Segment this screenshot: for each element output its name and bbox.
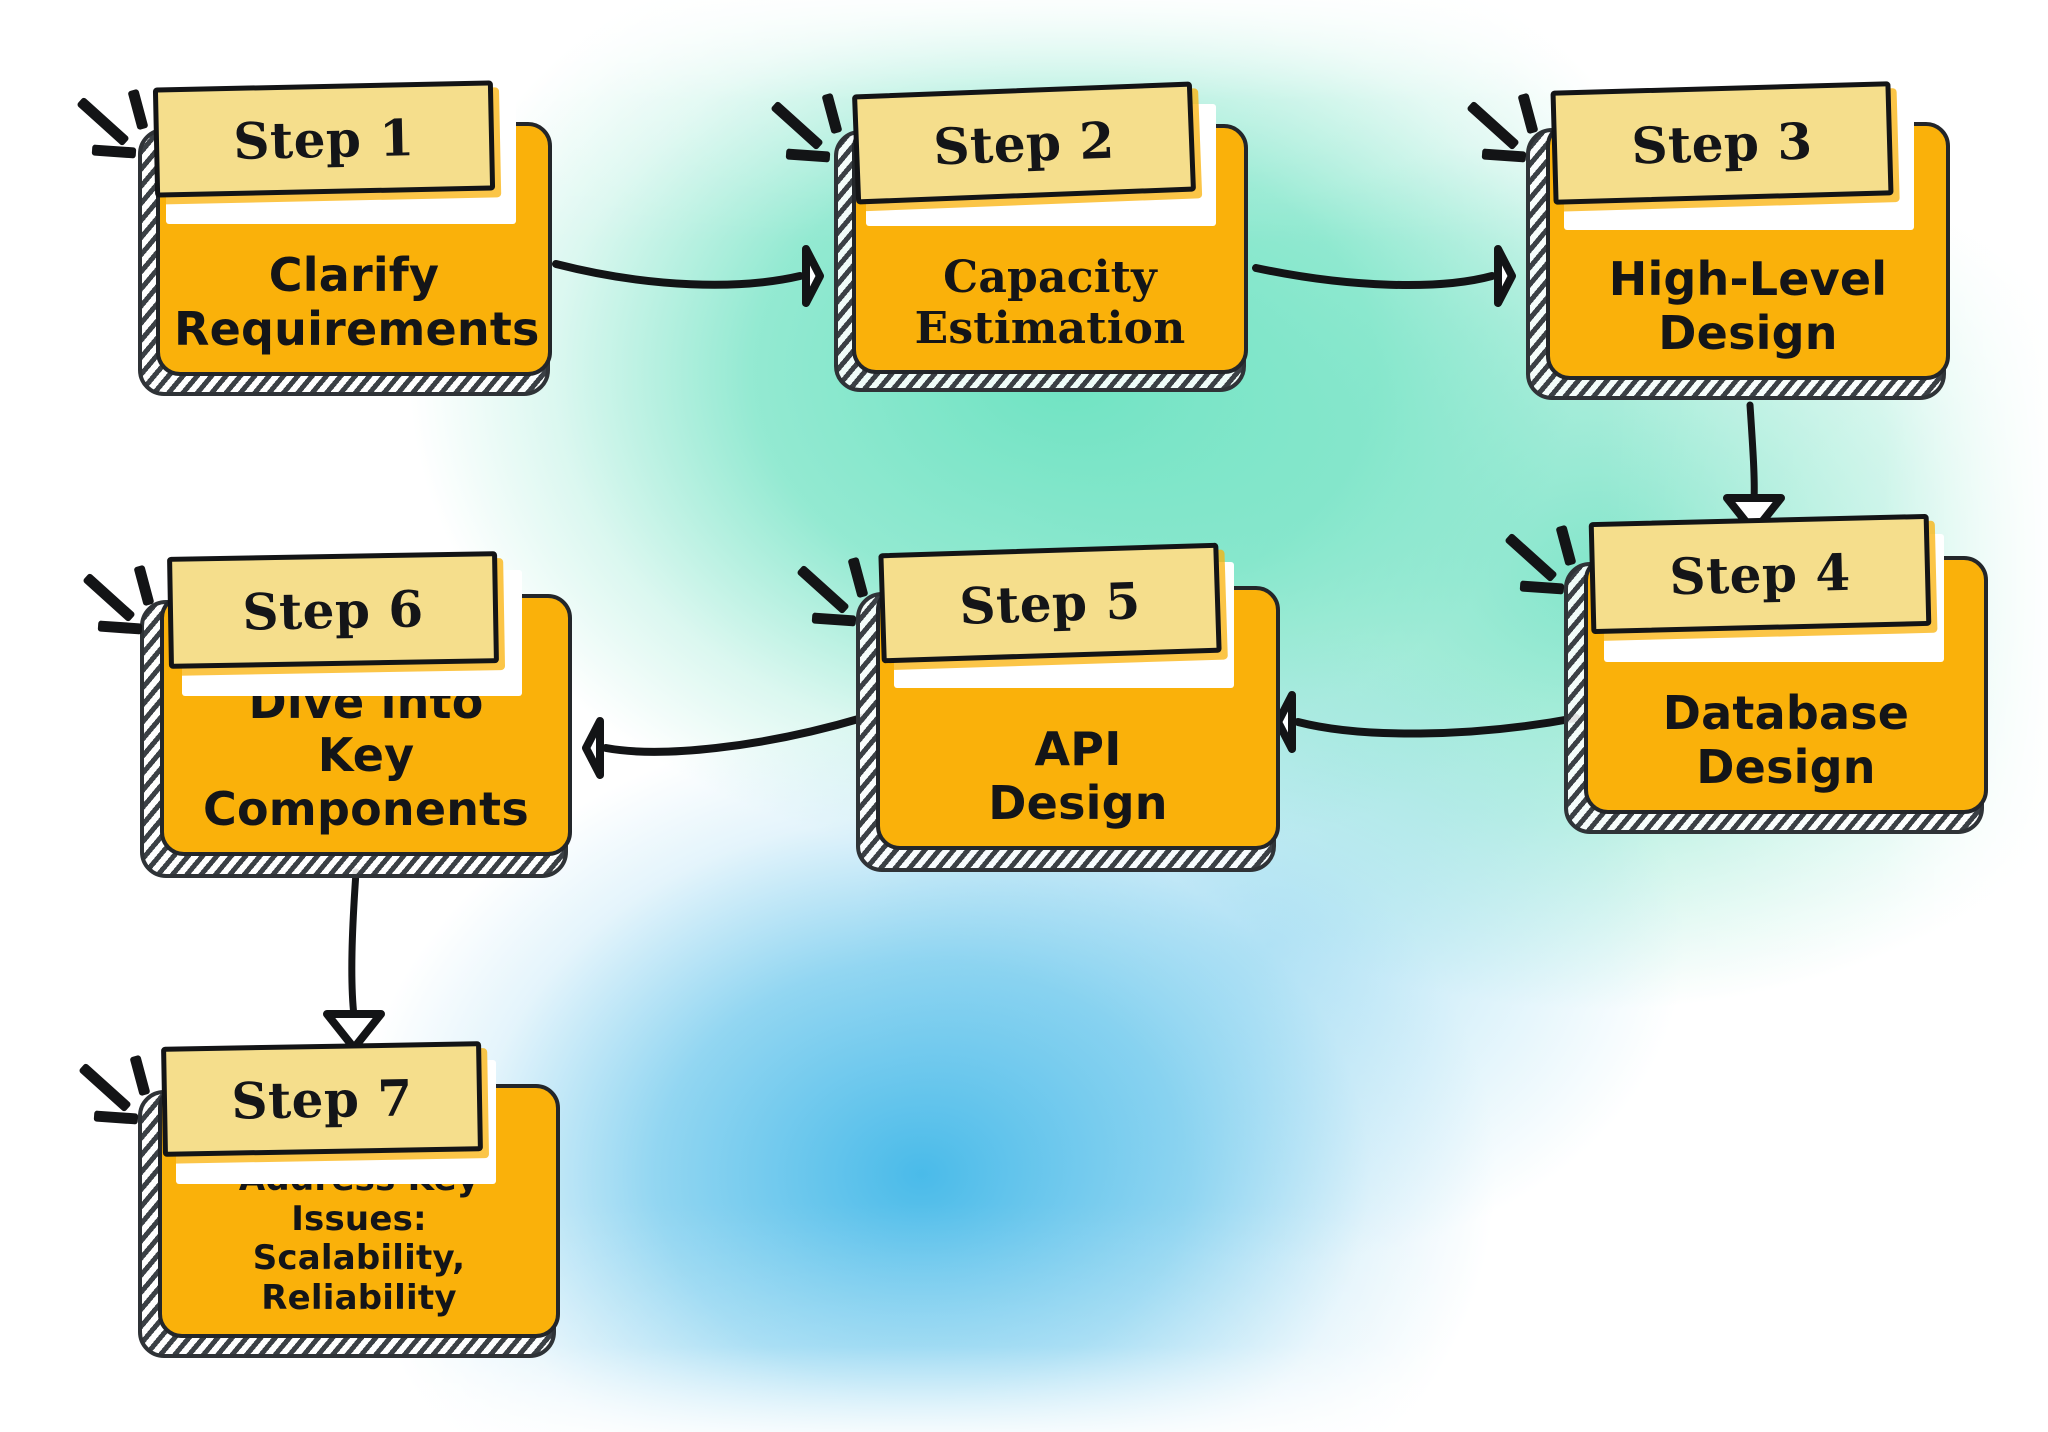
step2-body-line2: Estimation — [914, 302, 1186, 354]
step4-body-line1: Database — [1662, 686, 1910, 741]
step3-body-line1: High-Level — [1608, 252, 1888, 307]
step2-body-line1: Capacity — [943, 251, 1157, 303]
node-step3[interactable]: High-Level Design Step 3 — [1466, 81, 1958, 406]
sticker-step6[interactable]: Step 6 — [167, 551, 499, 669]
step1-body-line1: Clarify — [268, 248, 440, 303]
step5-body-line1: API — [1034, 722, 1122, 777]
sticker-step4[interactable]: Step 4 — [1588, 513, 1932, 635]
sticker-step1[interactable]: Step 1 — [152, 80, 496, 198]
sticker-step3[interactable]: Step 3 — [1550, 81, 1894, 205]
spark-icon — [1498, 518, 1588, 608]
sticker-step2[interactable]: Step 2 — [852, 81, 1196, 205]
sticker-step7[interactable]: Step 7 — [161, 1041, 483, 1157]
spark-icon — [72, 1048, 162, 1138]
spark-icon — [70, 82, 160, 172]
spark-icon — [790, 550, 880, 640]
spark-icon — [76, 558, 166, 648]
step5-label: Step 5 — [958, 570, 1142, 636]
step3-body-line2: Design — [1658, 305, 1838, 360]
node-step2[interactable]: Capacity Estimation Step 2 — [770, 81, 1256, 400]
step7-body-line2: Scalability, Reliability — [252, 1238, 466, 1318]
step6-body-line2: Key Components — [203, 728, 529, 836]
step1-body-line2: Requirements — [174, 301, 540, 356]
spark-icon — [764, 86, 854, 176]
node-step7[interactable]: Address Key Issues: Scalability, Reliabi… — [78, 1041, 570, 1366]
step6-label: Step 6 — [241, 578, 425, 642]
step5-body-line2: Design — [988, 775, 1168, 830]
node-step4[interactable]: Database Design Step 4 — [1504, 513, 1996, 840]
step4-label: Step 4 — [1668, 542, 1852, 606]
step2-label: Step 2 — [932, 110, 1116, 176]
step4-body-line2: Design — [1696, 739, 1876, 794]
sticker-step5[interactable]: Step 5 — [878, 542, 1222, 664]
spark-icon — [1460, 86, 1550, 176]
step7-label: Step 7 — [230, 1067, 414, 1131]
step3-label: Step 3 — [1630, 110, 1814, 176]
node-step1[interactable]: Clarify Requirements Step 1 — [76, 80, 560, 398]
node-step5[interactable]: API Design Step 5 — [796, 542, 1288, 878]
node-step6[interactable]: Dive into Key Components Step 6 — [82, 551, 582, 886]
step1-label: Step 1 — [232, 107, 416, 171]
